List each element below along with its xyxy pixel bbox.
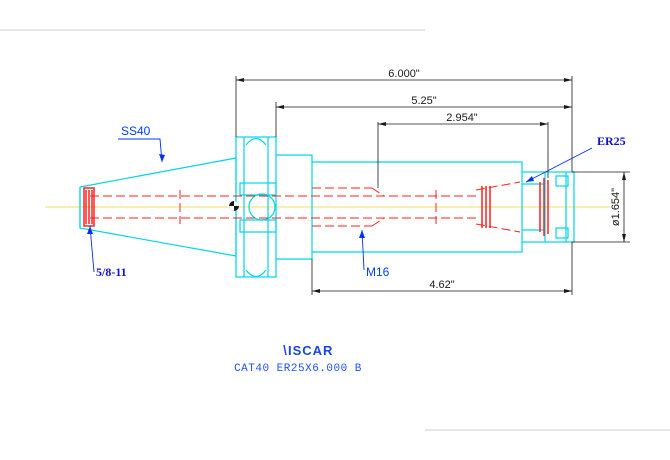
leader-arrows [87,154,534,238]
collet-hatching-right [481,178,549,236]
dim-length-2: 5.25" [411,95,436,107]
iscar-logo: ISCAR [283,343,333,358]
thread-hatching-left [83,187,95,227]
label-taper: SS40 [121,124,151,138]
label-internal-thread: M16 [366,265,390,279]
part-caption: CAT40 ER25X6.000 B [234,363,362,375]
logo-text: ISCAR [288,343,333,358]
label-collet: ER25 [597,134,626,148]
internal-bore-lines [90,181,521,233]
dim-length-3: 2.954" [446,112,478,124]
label-thread: 5/8-11 [96,265,127,279]
dimension-arrows [236,78,626,293]
dim-overall-length: 6.000" [388,68,420,80]
drive-key-symbol [229,201,239,211]
dim-diameter: ø1.654" [610,188,622,226]
dim-length-4: 4.62" [429,279,454,291]
dimension-lines [235,76,630,295]
